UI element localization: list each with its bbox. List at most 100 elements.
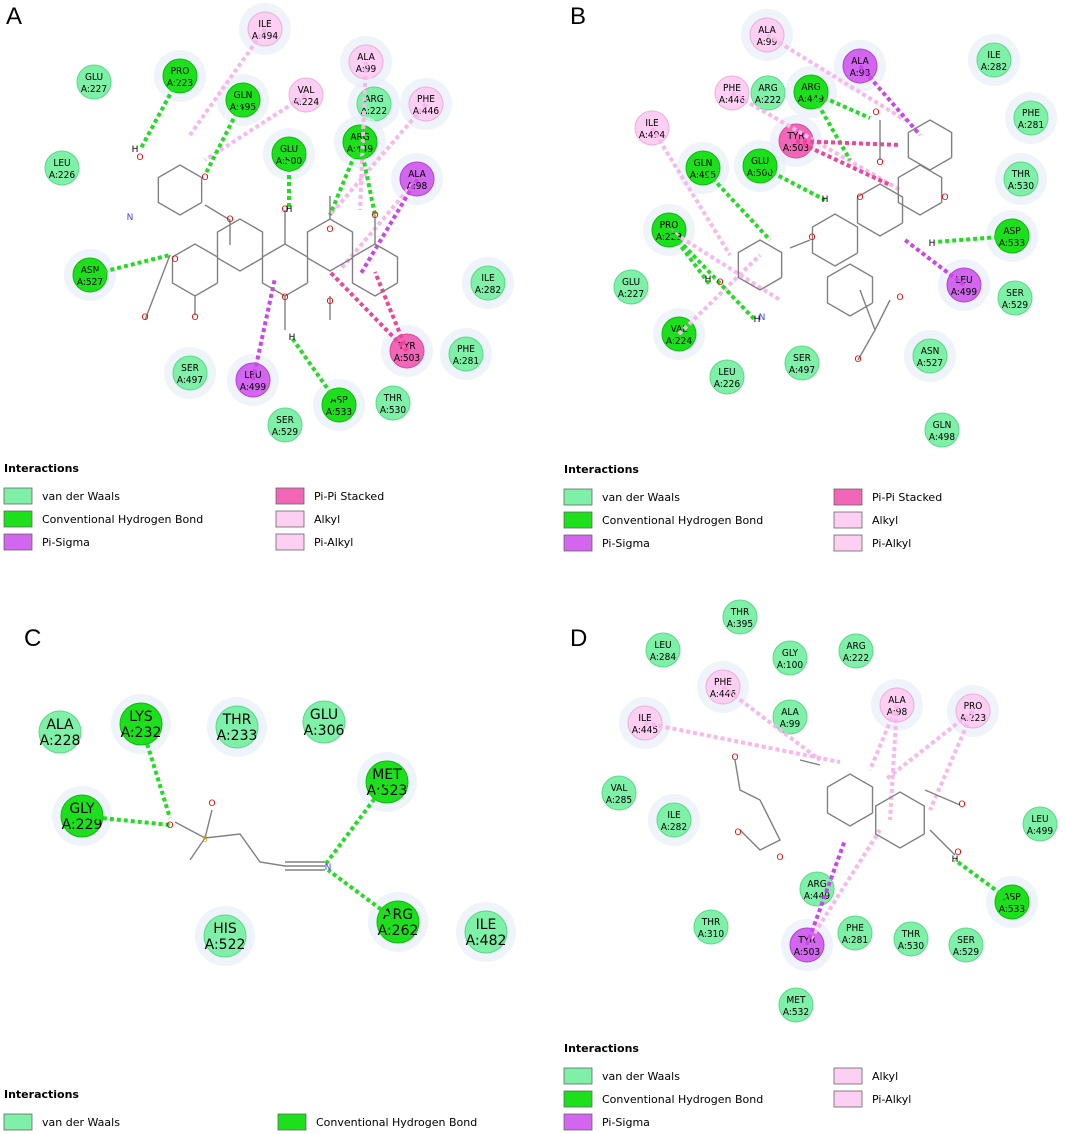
- residue-name: ASN: [81, 265, 100, 276]
- residue-name: ALA: [357, 52, 375, 63]
- legend-swatch: [3, 510, 33, 528]
- residue-id: A:285: [606, 795, 632, 806]
- interaction-line: [373, 271, 409, 352]
- panel-letter: D: [570, 625, 587, 652]
- residue-disc: [693, 909, 729, 945]
- ligand-atom: O: [734, 828, 741, 838]
- residue-id: A:223: [960, 713, 986, 724]
- ligand-atom: O: [208, 799, 215, 809]
- residue-id: A:98: [850, 68, 871, 79]
- legend-item: Conventional Hydrogen Bond: [277, 1113, 477, 1131]
- interaction-line: [888, 704, 899, 821]
- ligand-bond: [875, 791, 925, 849]
- residue-disc: [172, 355, 208, 391]
- interaction-line: [667, 228, 712, 287]
- interaction-line: [868, 704, 899, 771]
- ligand-atom: O: [281, 293, 288, 303]
- interaction-line: [759, 164, 826, 202]
- ligand-bond: [789, 239, 811, 249]
- panel-letter: B: [570, 3, 586, 30]
- legend-title: Interactions: [4, 462, 79, 475]
- ligand-bond: [811, 213, 859, 267]
- residue-id: A:529: [953, 947, 979, 958]
- residue-id: A:499: [1027, 826, 1053, 837]
- residue-disc: [722, 599, 758, 635]
- residue-name: SER: [1006, 288, 1024, 299]
- interaction-line: [644, 721, 841, 764]
- ligand-atom: O: [191, 313, 198, 323]
- interaction-line: [328, 141, 362, 216]
- legend-swatch: [563, 534, 593, 552]
- ligand-bond: [174, 821, 325, 867]
- residue-name: ALA: [781, 707, 799, 718]
- legend-swatch: [277, 1113, 307, 1131]
- residue-id: A:445: [632, 725, 658, 736]
- residue-id: A:281: [1018, 120, 1044, 131]
- residue-disc: [470, 265, 506, 301]
- legend-item: Pi-Sigma: [563, 1113, 650, 1131]
- legend-label: van der Waals: [42, 1116, 120, 1129]
- legend-item: van der Waals: [3, 1113, 120, 1131]
- residue-disc: [838, 633, 874, 669]
- ligand-bond: [739, 799, 781, 851]
- interaction-line: [251, 277, 277, 381]
- legend-item: Pi-Alkyl: [275, 533, 353, 551]
- legend-swatch: [833, 488, 863, 506]
- residue-id: A:222: [361, 106, 387, 117]
- residue-disc: [215, 705, 259, 749]
- residue-name: TYR: [797, 935, 815, 946]
- legend-item: Pi-Alkyl: [833, 1090, 911, 1108]
- interaction-line: [138, 75, 182, 151]
- ligand-bond: [737, 239, 783, 291]
- residue-name: LEU: [955, 275, 972, 286]
- ligand-atom: O: [776, 853, 783, 863]
- residue-name: PHE: [723, 83, 741, 94]
- residue-id: A:523: [367, 783, 408, 799]
- panel-letter: A: [6, 3, 22, 30]
- interaction-line: [328, 270, 409, 353]
- residue-id: A:446: [710, 689, 736, 700]
- ligand-atom: O: [226, 215, 233, 225]
- residue-id: A:495: [690, 170, 716, 181]
- residue-disc: [44, 150, 80, 186]
- residue-name: LEU: [244, 370, 261, 381]
- legend-item: Alkyl: [833, 1067, 898, 1085]
- ligand-atom: O: [854, 355, 861, 365]
- residue-name: PRO: [660, 220, 679, 231]
- residue-name: LEU: [654, 640, 671, 651]
- residue-id: A:282: [981, 62, 1007, 73]
- residue-id: A:503: [783, 143, 809, 154]
- residue-name: ILE: [638, 713, 652, 724]
- ligand-atom: H: [952, 855, 959, 865]
- residue-disc: [948, 927, 984, 963]
- legend-swatch: [833, 534, 863, 552]
- residue-name: VAL: [671, 324, 688, 335]
- residue-name: THR: [730, 607, 750, 618]
- residue-name: PHE: [714, 677, 732, 688]
- residue-disc: [837, 915, 873, 951]
- legend-label: Pi-Alkyl: [872, 537, 911, 550]
- residue-name: ARG: [846, 641, 865, 652]
- ligand-atom: O: [371, 211, 378, 221]
- interaction-line: [928, 710, 975, 811]
- ligand-bond: [204, 204, 231, 245]
- residue-id: A:500: [747, 168, 773, 179]
- residue-name: ARG: [364, 94, 383, 105]
- residue-name: VAL: [298, 85, 315, 96]
- ligand-atom: O: [136, 153, 143, 163]
- interaction-line: [953, 858, 1014, 904]
- legend-swatch: [3, 533, 33, 551]
